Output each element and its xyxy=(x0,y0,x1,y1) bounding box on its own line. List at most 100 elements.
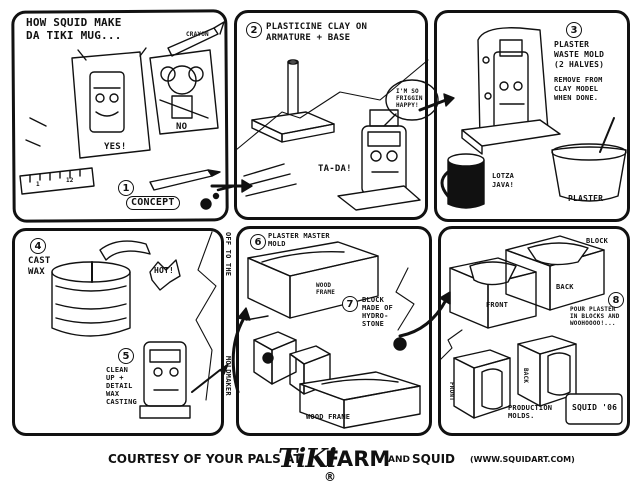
armature-rod-base xyxy=(251,59,335,143)
caption-5-line-5: CASTING xyxy=(106,398,137,406)
step-number-5: 5 xyxy=(118,348,134,364)
caption-2-line-1: PLASTICINE CLAY ON xyxy=(266,22,368,32)
step-number-1: 1 xyxy=(118,180,134,196)
crayon-icon xyxy=(167,21,225,57)
caption-3-line-3: (2 HALVES) xyxy=(554,60,605,69)
note-8-line-1: POUR PLASTER xyxy=(570,306,616,313)
label-back-small: BACK xyxy=(522,368,529,384)
caption-hydrostone: BLOCK MADE OF HYDRO- STONE xyxy=(362,296,393,328)
production-line-2: MOLDS. xyxy=(508,412,535,420)
production-mold-front xyxy=(453,349,511,419)
caption-4-line-2: WAX xyxy=(28,267,45,277)
sculpting-tools-icon xyxy=(243,163,297,197)
coffee-mug-icon xyxy=(440,153,485,209)
caption-waste-mold: PLASTER WASTE MOLD (2 HALVES) xyxy=(554,40,604,70)
step-number-6: 6 xyxy=(250,234,266,250)
footer-and: AND xyxy=(388,455,410,465)
note-8-line-3: WOOHOOOO!... xyxy=(570,320,616,327)
caption-6-line-1: PLASTER MASTER xyxy=(268,232,330,240)
label-front: FRONT xyxy=(486,301,509,309)
concept-sketch-yes xyxy=(71,47,151,159)
arrow-2-3 xyxy=(418,98,448,112)
caption-cast-wax: CAST WAX xyxy=(28,256,50,278)
caption-concept: CONCEPT xyxy=(126,196,180,210)
arrow-5-6 xyxy=(231,316,246,394)
label-crayon: CRAYON xyxy=(186,31,209,38)
wood-frame-bottom xyxy=(299,371,421,429)
caption-4-line-1: CAST xyxy=(28,256,51,266)
caption-clean-wax: CLEAN UP + DETAIL WAX CASTING xyxy=(106,366,137,406)
step-number-8: 8 xyxy=(608,292,624,308)
note-remove-mold: REMOVE FROM CLAY MODEL WHEN DONE. xyxy=(554,76,603,103)
note-3-line-3: WHEN DONE. xyxy=(554,94,599,102)
note-pour-plaster: POUR PLASTER IN BLOCKS AND WOOHOOOO!... xyxy=(570,306,620,327)
waste-mold-figure xyxy=(461,27,561,155)
wood-frame-box xyxy=(247,241,379,319)
title-line-2: DA TIKI MUG... xyxy=(26,29,122,42)
caption-master-mold: PLASTER MASTER MOLD xyxy=(268,232,330,248)
caption-5-line-3: DETAIL xyxy=(106,382,133,390)
footer-url: (WWW.SQUIDART.COM) xyxy=(470,455,575,464)
speech-line-2: FRIGGIN xyxy=(396,95,423,102)
wax-pot xyxy=(51,240,151,337)
pencil-icon xyxy=(149,169,221,191)
label-no: NO xyxy=(176,122,188,132)
side-note-moldmaker: MOLDMAKER xyxy=(224,356,232,396)
brand-registered: ® xyxy=(324,470,336,484)
caption-5-line-4: WAX xyxy=(106,390,120,398)
artist-signature: SQUID '06 xyxy=(572,403,618,412)
brand-tiki: TiKi xyxy=(278,444,337,474)
caption-3-line-2: WASTE MOLD xyxy=(554,50,605,59)
arrow-7-8 xyxy=(398,298,448,338)
brand-farm: FARM xyxy=(325,447,391,471)
pour-nozzle-icon xyxy=(393,337,407,351)
label-hot: HOT! xyxy=(154,266,175,275)
mold-block-front xyxy=(449,257,537,329)
production-mold-back xyxy=(517,335,577,407)
signature-box xyxy=(565,393,623,425)
caption-5-line-1: CLEAN xyxy=(106,366,129,374)
label-back: BACK xyxy=(556,283,574,291)
caption-6-line-2: MOLD xyxy=(268,240,286,248)
label-plaster: PLASTER xyxy=(568,194,604,203)
label-block: BLOCK xyxy=(586,237,609,245)
caption-2-line-2: ARMATURE + BASE xyxy=(266,33,351,43)
footer-courtesy: COURTESY OF YOUR PALS AT xyxy=(108,452,302,466)
java-line-1: LOTZA xyxy=(492,172,515,180)
speech-line-3: HAPPY! xyxy=(396,102,419,109)
step-number-3: 3 xyxy=(566,22,582,38)
java-line-2: JAVA! xyxy=(492,181,515,189)
caption-7-line-3: HYDRO- xyxy=(362,312,389,320)
ink-splat-icon xyxy=(200,198,212,210)
note-3-line-2: CLAY MODEL xyxy=(554,85,599,93)
title-line-1: HOW SQUID MAKE xyxy=(26,16,122,29)
caption-5-line-2: UP + xyxy=(106,374,124,382)
ruler-number-12: 12 xyxy=(66,177,74,184)
footer-squid: SQUID xyxy=(412,452,456,466)
caption-7-line-2: MADE OF xyxy=(362,304,393,312)
knife-tool-icon xyxy=(191,363,229,393)
caption-7-line-4: STONE xyxy=(362,320,385,328)
caption-clay-armature: PLASTICINE CLAY ON ARMATURE + BASE xyxy=(266,22,367,44)
caption-7-line-1: BLOCK xyxy=(362,296,385,304)
wood-frame-line-1: WOOD xyxy=(316,282,332,289)
note-3-line-1: REMOVE FROM xyxy=(554,76,603,84)
note-8-line-2: IN BLOCKS AND xyxy=(570,313,620,320)
comic-title: HOW SQUID MAKE DA TIKI MUG... xyxy=(26,16,122,42)
label-yes: YES! xyxy=(104,142,127,152)
clay-tiki-figure xyxy=(337,109,421,211)
wax-tiki-figure xyxy=(139,341,191,419)
speech-happy: I'M SO FRIGGIN HAPPY! xyxy=(396,88,423,109)
wood-frame-line-2: FRAME xyxy=(316,289,336,296)
label-wood-frame-bottom: WOOD FRAME xyxy=(306,413,351,421)
ruler-icon xyxy=(19,167,95,195)
concept-sketch-no xyxy=(149,49,219,135)
step-number-2: 2 xyxy=(246,22,262,38)
hot-burst xyxy=(149,259,181,291)
ruler-number-1: 1 xyxy=(36,181,40,188)
mold-block-back xyxy=(505,235,605,311)
plaster-bowl-icon xyxy=(551,117,627,202)
step-number-7: 7 xyxy=(342,296,358,312)
